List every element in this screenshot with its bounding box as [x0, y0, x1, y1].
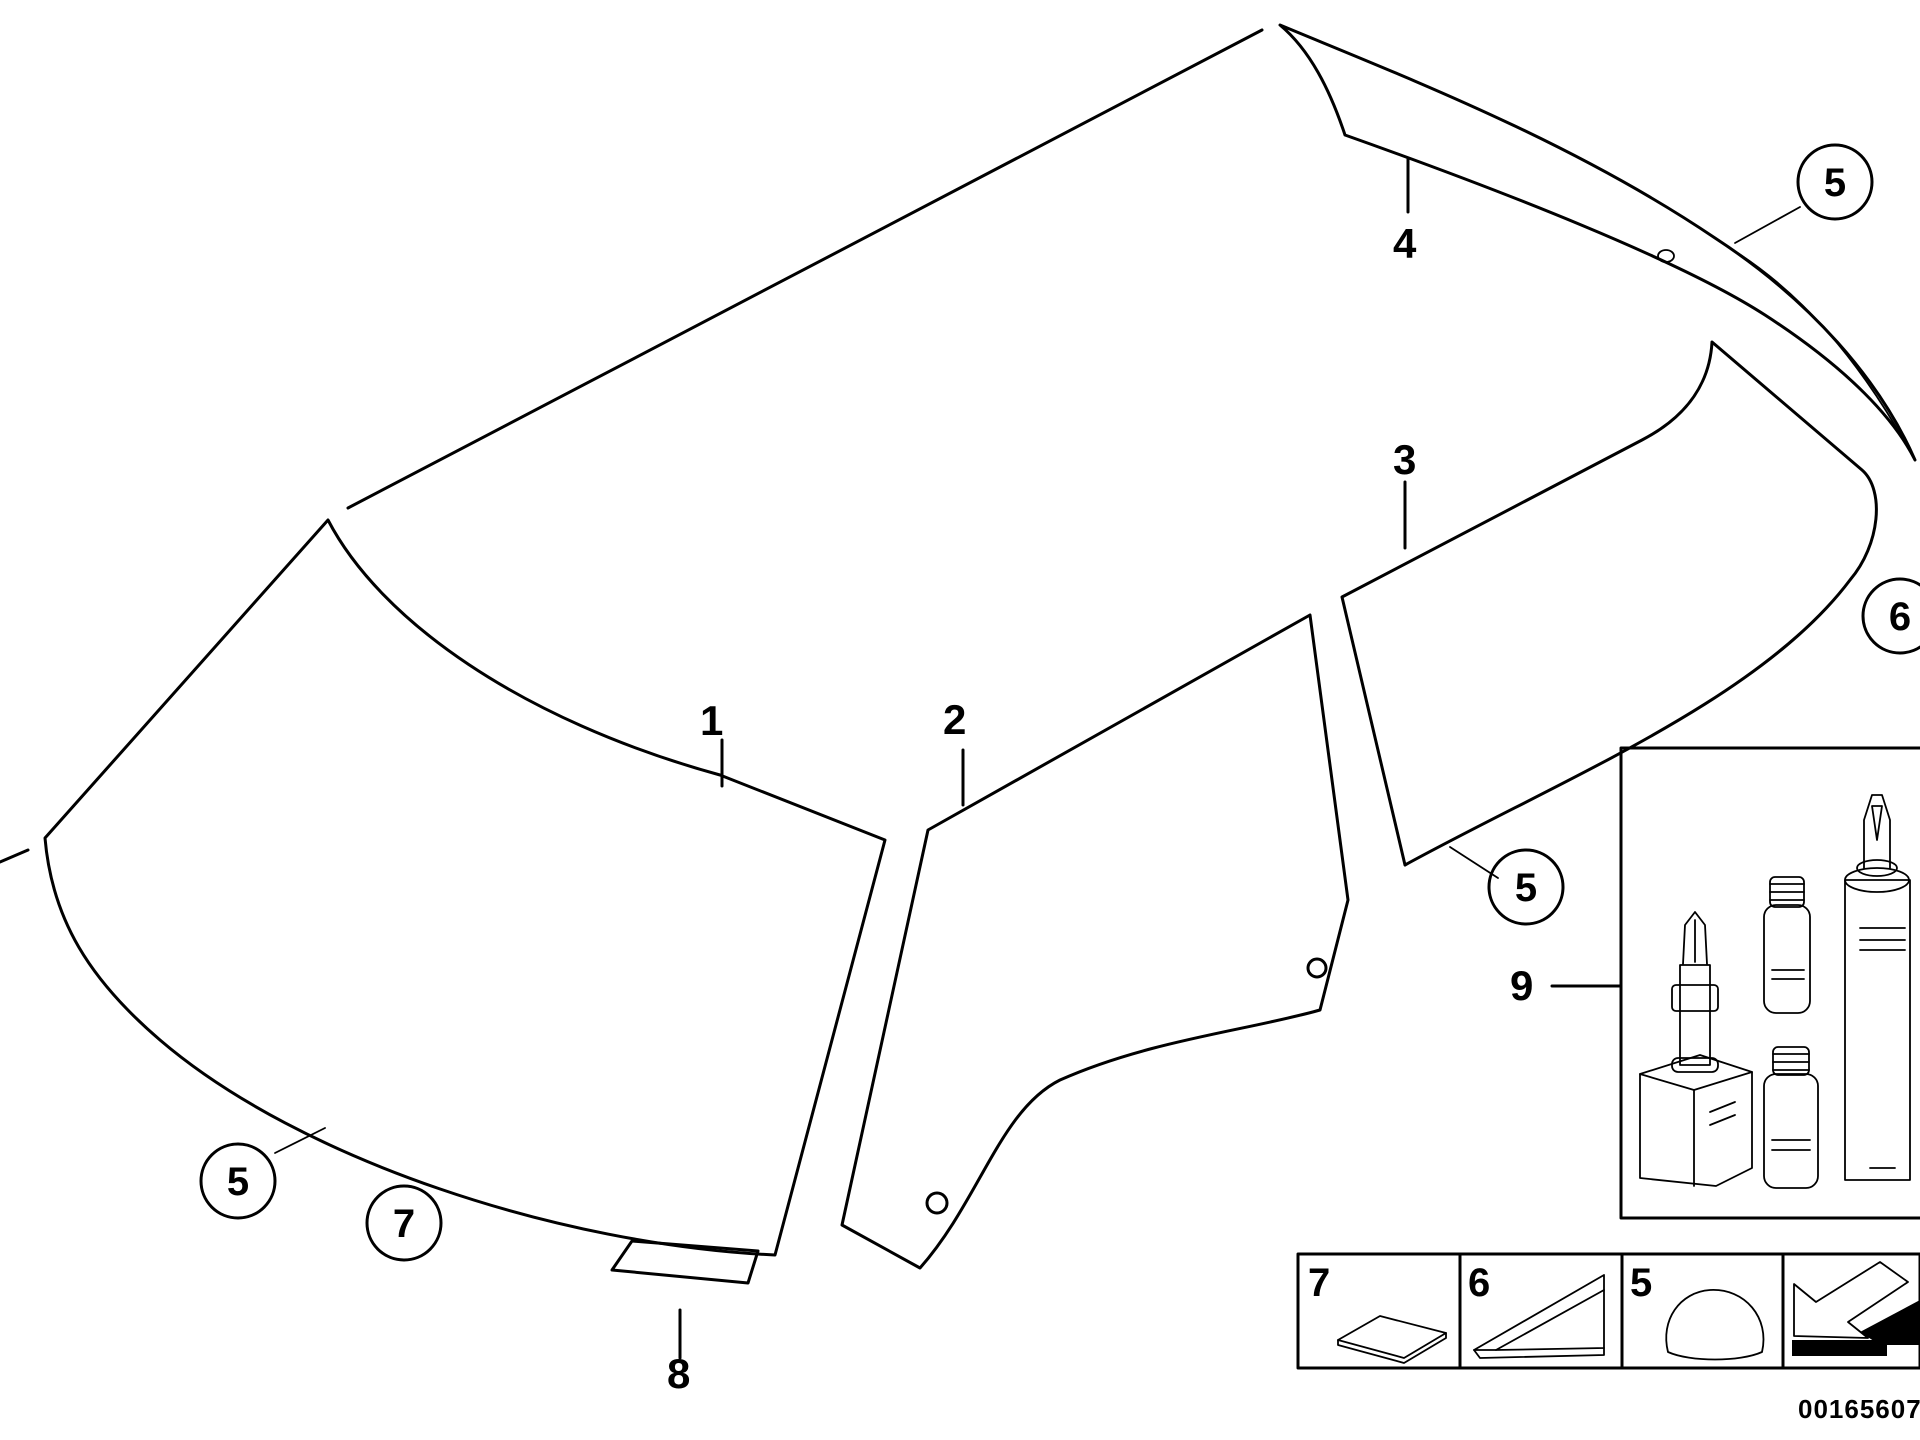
- adhesive-cartridge-icon: [1844, 794, 1911, 1181]
- callout-5-left: 5: [227, 1160, 249, 1204]
- callout-5-top-leader: [1734, 206, 1801, 244]
- windshield-outline: [43, 518, 887, 1257]
- part-number-9: 9: [1510, 962, 1533, 1009]
- roof-edge-line: [346, 28, 1264, 510]
- rear-window-hole: [1657, 249, 1675, 263]
- roof-edge-fragment: [0, 848, 30, 864]
- activator-bottle-icon: [1763, 876, 1811, 1014]
- callout-6-right: 6: [1889, 595, 1911, 639]
- window-mount-hole-front: [925, 1191, 949, 1215]
- legend-label-7: 7: [1308, 1261, 1330, 1305]
- callout-circle-5-left: [199, 1142, 277, 1220]
- part-number-1: 1: [700, 697, 723, 744]
- legend-dome-icon: [1665, 1289, 1765, 1361]
- cleaner-bottle-icon: [1763, 1046, 1819, 1189]
- callout-circle-7-left: [365, 1184, 443, 1262]
- callout-5-mid-leader: [1449, 846, 1499, 879]
- callout-circle-5-mid: [1487, 848, 1565, 926]
- side-window-front-outline: [840, 613, 1350, 1270]
- legend-label-5: 5: [1630, 1261, 1652, 1305]
- document-id: 00165607: [1798, 1394, 1920, 1424]
- adhesive-pad-outline: [610, 1239, 760, 1285]
- legend-strip: [1296, 1252, 1920, 1370]
- part-number-3: 3: [1393, 436, 1416, 483]
- legend-label-6: 6: [1468, 1261, 1490, 1305]
- primer-applicator-icon: [1639, 911, 1753, 1187]
- legend-arrow-icon: [1792, 1261, 1920, 1356]
- callout-5-left-leader: [274, 1127, 326, 1154]
- legend-pad-icon: [1337, 1315, 1447, 1364]
- part-number-8: 8: [667, 1350, 690, 1397]
- callout-7-left: 7: [393, 1202, 415, 1246]
- rear-window-outline: [1278, 23, 1917, 462]
- legend-wedge-icon: [1473, 1274, 1605, 1359]
- part-number-4: 4: [1393, 220, 1417, 267]
- callout-circle-6-right: [1861, 577, 1920, 655]
- part-number-2: 2: [943, 696, 966, 743]
- repair-kit-box: [1619, 746, 1920, 1220]
- callout-5-mid: 5: [1515, 866, 1537, 910]
- callout-5-top: 5: [1824, 161, 1846, 205]
- side-window-rear-outline: [1340, 340, 1878, 867]
- callout-circle-5-top: [1796, 143, 1874, 221]
- window-mount-hole-rear: [1306, 957, 1328, 979]
- rear-window-inner-edge: [1724, 244, 1913, 456]
